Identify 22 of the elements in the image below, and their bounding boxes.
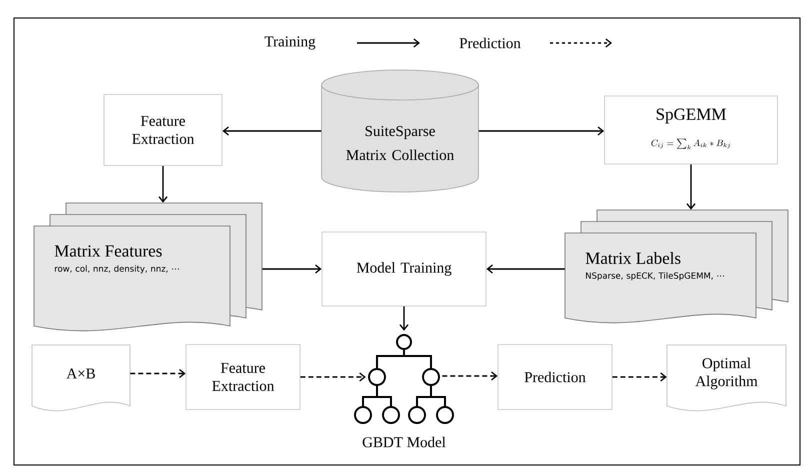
process-box: Feature Extraction [104,94,222,166]
legend-label: Training [264,36,316,50]
arrow [300,372,366,382]
tree-caption: GBDT Model [362,436,446,448]
arrow [612,372,667,382]
process-box: Model Training [322,232,486,306]
arrow [222,126,322,136]
arrow [130,368,186,378]
legend-label: Prediction [460,38,521,48]
arrow [399,306,409,331]
arrow [262,264,322,274]
document-stack: Matrix Labels NSparse, spECK, TileSpGEMM, ⋯ [564,210,788,324]
process-box: Prediction [498,344,612,410]
arrow [686,164,696,210]
document-stack: Matrix Features row, col, nnz, density, nnz, ⋯ [34,202,262,332]
arrow [158,166,168,203]
arrow [442,371,498,381]
arrow [486,264,565,274]
process-box: Feature Extraction [186,344,300,410]
database-cylinder: SuiteSparse Matrix Collection [321,70,479,192]
process-box: SpGEMM $C_{ij} = \sum_k A_{ik} * B_{kj}$ [604,96,778,164]
arrow [478,126,604,136]
